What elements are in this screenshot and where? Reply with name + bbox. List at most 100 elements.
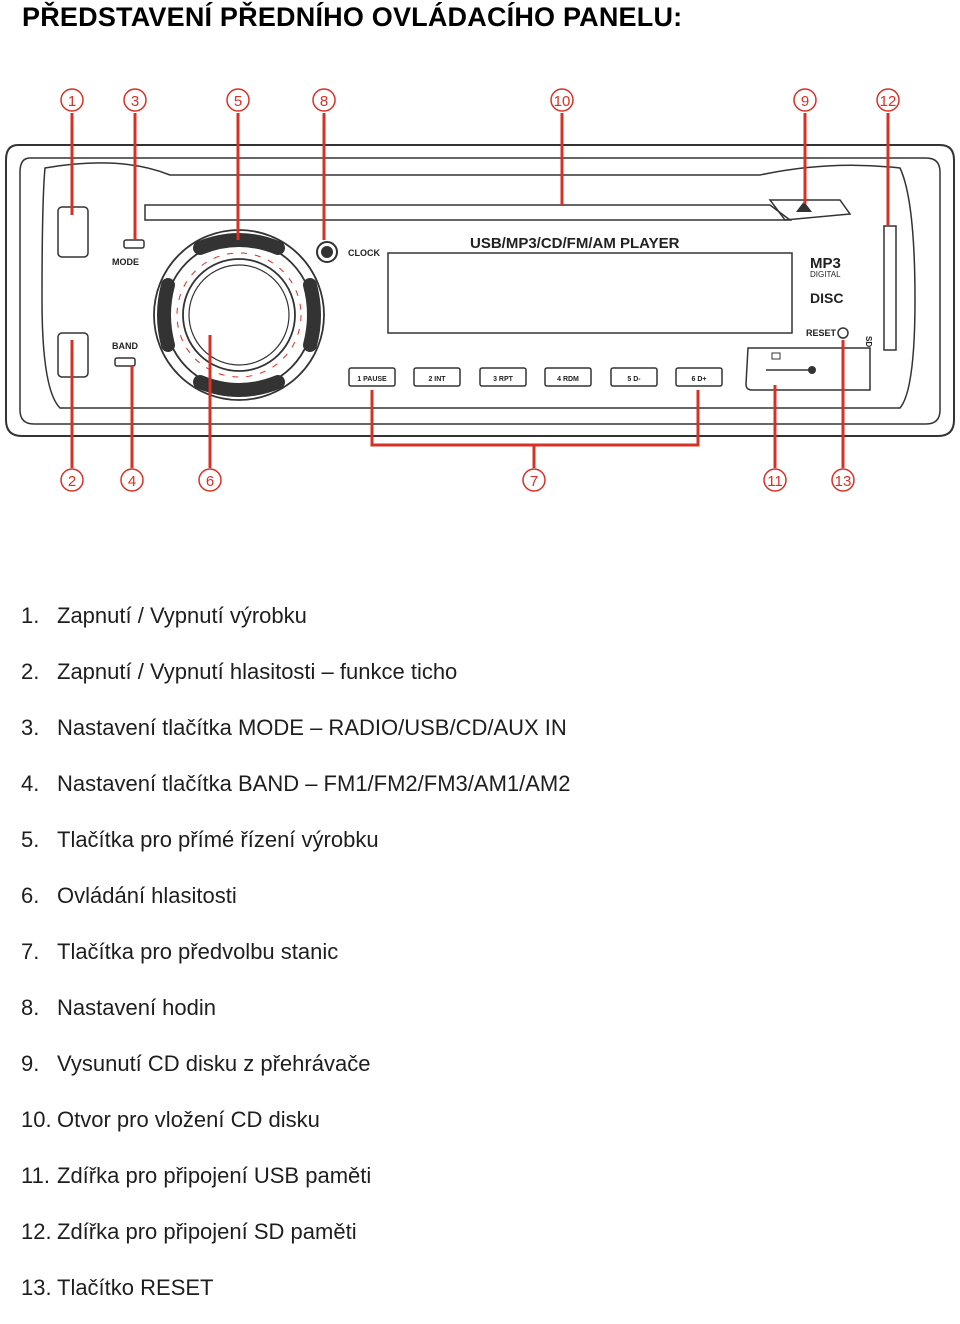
legend-text: Ovládání hlasitosti xyxy=(57,883,237,908)
callout-circle-6 xyxy=(198,468,222,492)
legend-number: 1. xyxy=(21,603,40,628)
legend-text: Tlačítko RESET xyxy=(57,1275,214,1300)
legend-list: 1. Zapnutí / Vypnutí výrobku 2. Zapnutí / V… xyxy=(21,596,570,1324)
callout-circle-7 xyxy=(522,468,546,492)
band-label: BAND xyxy=(112,341,138,351)
sd-label: SD xyxy=(864,336,873,347)
preset-button-2: 2 INT xyxy=(413,367,461,387)
callout-number-11: 11 xyxy=(767,473,783,490)
legend-item: 8. Nastavení hodin xyxy=(21,988,570,1044)
disc-label: DISC xyxy=(810,290,843,306)
preset-button-frame xyxy=(479,367,527,387)
callout-number-6: 6 xyxy=(206,473,214,490)
legend-item: 6. Ovládání hlasitosti xyxy=(21,876,570,932)
preset-label: 1 PAUSE xyxy=(357,376,387,383)
volume-knob xyxy=(153,229,325,401)
preset-button-5: 5 D- xyxy=(610,367,658,387)
front-panel-diagram: USB/MP3/CD/FM/AM PLAYER MODE BAND CLOCK … xyxy=(5,88,955,492)
preset-button-frame xyxy=(348,367,396,387)
callout-number-12: 12 xyxy=(880,93,897,110)
legend-item: 12.Zdířka pro připojení SD paměti xyxy=(21,1212,570,1268)
preset-button-4: 4 RDM xyxy=(544,367,592,387)
preset-button-6: 6 D+ xyxy=(675,367,723,387)
legend-item: 2. Zapnutí / Vypnutí hlasitosti – funkce … xyxy=(21,652,570,708)
callout-circle-5 xyxy=(226,88,250,112)
reset-label: RESET xyxy=(806,328,837,338)
callout-number-10: 10 xyxy=(554,93,571,110)
legend-item: 4. Nastavení tlačítka BAND – FM1/FM2/FM3/… xyxy=(21,764,570,820)
preset-label: 6 D+ xyxy=(692,376,707,383)
legend-text: Tlačítka pro přímé řízení výrobku xyxy=(57,827,379,852)
legend-item: 11. Zdířka pro připojení USB paměti xyxy=(21,1156,570,1212)
preset-button-frame xyxy=(675,367,723,387)
preset-button-frame xyxy=(413,367,461,387)
legend-number: 13. xyxy=(21,1275,52,1300)
callout-circle-11 xyxy=(763,468,787,492)
legend-item: 3. Nastavení tlačítka MODE – RADIO/USB/CD… xyxy=(21,708,570,764)
preset-buttons: 1 PAUSE 2 INT 3 RPT 4 RDM 5 D- 6 D+ xyxy=(348,367,723,387)
preset-bracket xyxy=(370,390,700,447)
legend-number: 10. xyxy=(21,1107,52,1132)
legend-text: Tlačítka pro předvolbu stanic xyxy=(57,939,339,964)
callout-circle-13 xyxy=(831,468,855,492)
legend-item: 13.Tlačítko RESET xyxy=(21,1268,570,1324)
callout-circle-1 xyxy=(60,88,84,112)
callout-number-7: 7 xyxy=(530,473,538,490)
callout-circle-8 xyxy=(312,88,336,112)
legend-text: Nastavení tlačítka MODE – RADIO/USB/CD/A… xyxy=(57,715,567,740)
preset-button-frame xyxy=(544,367,592,387)
preset-label: 3 RPT xyxy=(493,376,514,383)
callout-number-8: 8 xyxy=(320,93,328,110)
callout-number-5: 5 xyxy=(234,93,242,110)
callout-circle-4 xyxy=(120,468,144,492)
legend-text: Zdířka pro připojení SD paměti xyxy=(57,1219,357,1244)
callout-circle-10 xyxy=(550,88,574,112)
legend-text: Nastavení tlačítka BAND – FM1/FM2/FM3/AM… xyxy=(57,771,571,796)
legend-number: 6. xyxy=(21,883,40,908)
callout-number-2: 2 xyxy=(68,473,76,490)
preset-button-1: 1 PAUSE xyxy=(348,367,396,387)
mode-label: MODE xyxy=(112,257,139,267)
callout-lines xyxy=(70,113,890,468)
callout-circle-9 xyxy=(793,88,817,112)
preset-label: 5 D- xyxy=(627,376,641,383)
legend-item: 1. Zapnutí / Vypnutí výrobku xyxy=(21,596,570,652)
legend-number: 4. xyxy=(21,771,40,796)
callout-number-3: 3 xyxy=(131,93,139,110)
callout-number-9: 9 xyxy=(801,93,809,110)
legend-number: 5. xyxy=(21,827,40,852)
callout-circle-2 xyxy=(60,468,84,492)
legend-item: 7. Tlačítka pro předvolbu stanic xyxy=(21,932,570,988)
legend-number: 3. xyxy=(21,715,40,740)
page-title: PŘEDSTAVENÍ PŘEDNÍHO OVLÁDACÍHO PANELU: xyxy=(22,2,683,32)
legend-text: Zapnutí / Vypnutí výrobku xyxy=(57,603,307,628)
callout-number-4: 4 xyxy=(128,473,136,490)
mp3-sub-label: DIGITAL xyxy=(810,270,841,279)
legend-text: Otvor pro vložení CD disku xyxy=(57,1107,320,1132)
preset-button-3: 3 RPT xyxy=(479,367,527,387)
legend-item: 5. Tlačítka pro přímé řízení výrobku xyxy=(21,820,570,876)
legend-item: 10.Otvor pro vložení CD disku xyxy=(21,1100,570,1156)
callout-number-1: 1 xyxy=(68,93,76,110)
legend-number: 12. xyxy=(21,1219,52,1244)
legend-text: Nastavení hodin xyxy=(57,995,216,1020)
mp3-label: MP3 xyxy=(810,255,841,272)
device-name: USB/MP3/CD/FM/AM PLAYER xyxy=(470,235,680,252)
legend-number: 9. xyxy=(21,1051,40,1076)
panel-labels: USB/MP3/CD/FM/AM PLAYER MODE BAND CLOCK … xyxy=(112,235,873,351)
preset-button-frame xyxy=(610,367,658,387)
legend-number: 7. xyxy=(21,939,40,964)
legend-item: 9. Vysunutí CD disku z přehrávače xyxy=(21,1044,570,1100)
legend-number: 8. xyxy=(21,995,40,1020)
preset-label: 4 RDM xyxy=(557,376,579,383)
legend-text: Zdířka pro připojení USB paměti xyxy=(57,1163,372,1188)
legend-text: Vysunutí CD disku z přehrávače xyxy=(57,1051,371,1076)
faceplate xyxy=(5,144,955,437)
callout-circle-3 xyxy=(123,88,147,112)
clock-label: CLOCK xyxy=(348,248,380,258)
legend-number: 11. xyxy=(21,1163,50,1188)
legend-number: 2. xyxy=(21,659,40,684)
callout-circle-12 xyxy=(876,88,900,112)
legend-text: Zapnutí / Vypnutí hlasitosti – funkce ti… xyxy=(57,659,458,684)
